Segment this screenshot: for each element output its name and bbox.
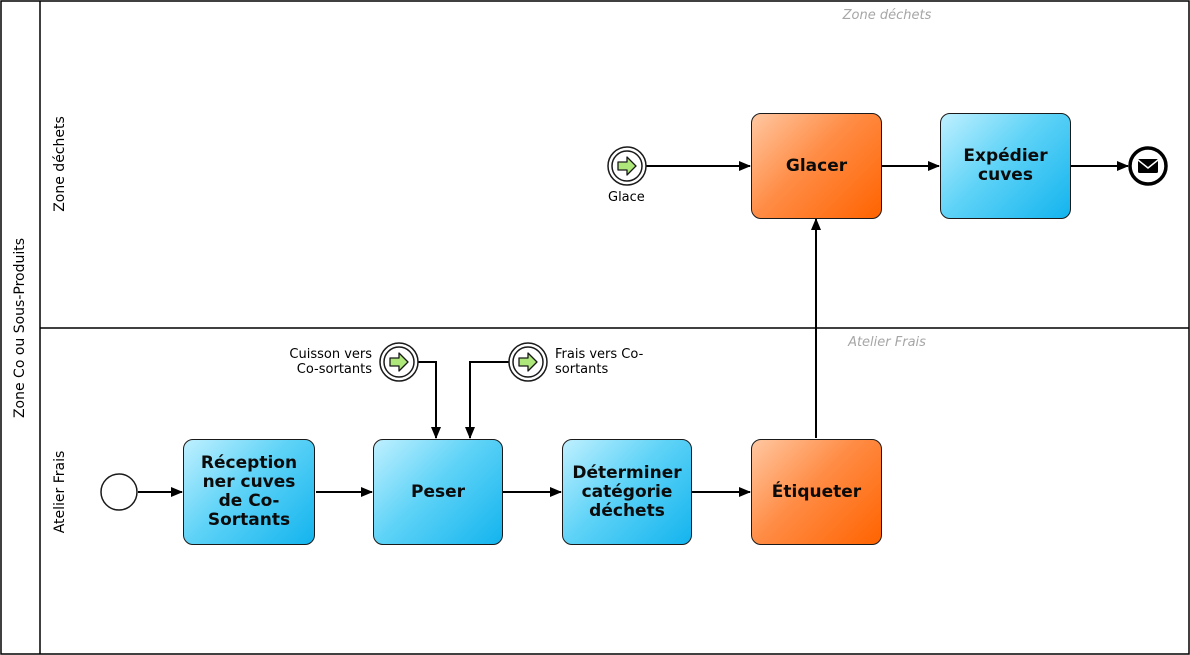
- lane-label-atelier-frais: Atelier Frais: [52, 450, 68, 534]
- task-determiner[interactable]: Déterminer catégorie déchets: [562, 439, 692, 545]
- right-arrow-icon: [389, 352, 409, 372]
- lane-watermark-atelier-frais: Atelier Frais: [848, 335, 926, 350]
- link-event-glace[interactable]: [607, 146, 647, 186]
- right-arrow-icon: [617, 156, 637, 176]
- lane-watermark-zone-dechets: Zone déchets: [842, 8, 932, 23]
- link-event-frais-label: Frais vers Co-sortants: [555, 347, 644, 377]
- lane-label-zone-dechets: Zone déchets: [52, 116, 68, 212]
- task-determiner-label: Déterminer catégorie déchets: [572, 462, 682, 521]
- right-arrow-icon: [518, 352, 538, 372]
- link-event-cuisson[interactable]: [379, 342, 419, 382]
- task-etiqueter[interactable]: Étiqueter: [751, 439, 882, 545]
- flow-cuisson-to-peser: [418, 361, 441, 439]
- pool-label: Zone Co ou Sous-Produits: [12, 237, 28, 419]
- task-peser[interactable]: Peser: [373, 439, 503, 545]
- task-reception[interactable]: Réception ner cuves de Co-Sortants: [183, 439, 315, 545]
- end-message-event[interactable]: [1128, 146, 1168, 186]
- task-etiqueter-label: Étiqueter: [771, 481, 862, 502]
- envelope-icon: [1137, 159, 1159, 173]
- link-event-cuisson-label: Cuisson vers Co-sortants: [289, 347, 372, 377]
- task-glacer-label: Glacer: [785, 155, 848, 176]
- task-expedier[interactable]: Expédier cuves: [940, 113, 1071, 219]
- task-peser-label: Peser: [410, 481, 466, 502]
- task-reception-label: Réception ner cuves de Co-Sortants: [200, 453, 298, 530]
- task-expedier-label: Expédier cuves: [963, 146, 1048, 185]
- start-event[interactable]: [100, 473, 138, 511]
- flow-frais-to-peser: [465, 361, 509, 439]
- link-event-glace-label: Glace: [608, 190, 645, 205]
- link-event-frais[interactable]: [508, 342, 548, 382]
- task-glacer[interactable]: Glacer: [751, 113, 882, 219]
